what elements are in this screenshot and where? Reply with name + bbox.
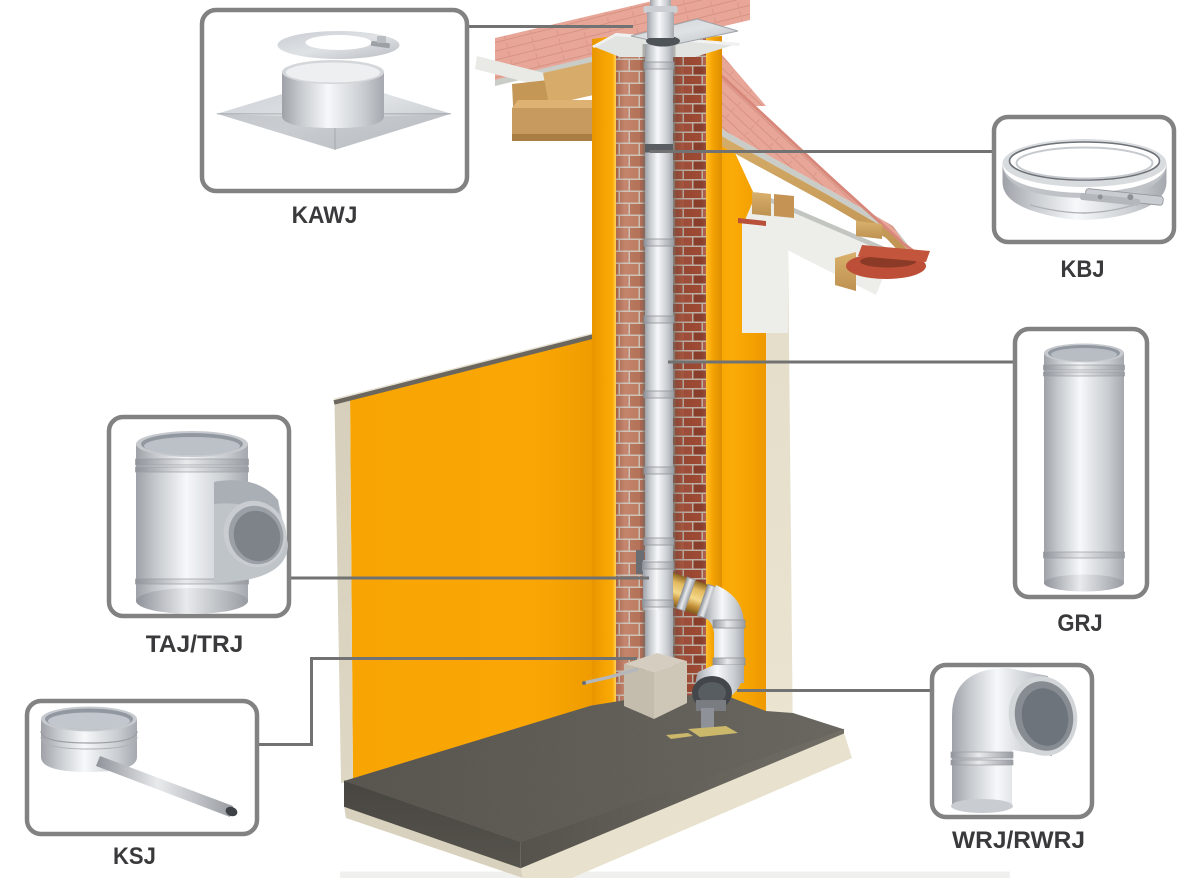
svg-text:KSJ: KSJ (113, 842, 156, 869)
svg-text:KAWJ: KAWJ (292, 202, 358, 229)
svg-text:WRJ/RWRJ: WRJ/RWRJ (952, 827, 1085, 854)
svg-text:KBJ: KBJ (1060, 255, 1104, 282)
svg-text:TAJ/TRJ: TAJ/TRJ (146, 631, 244, 658)
svg-text:GRJ: GRJ (1057, 609, 1102, 636)
